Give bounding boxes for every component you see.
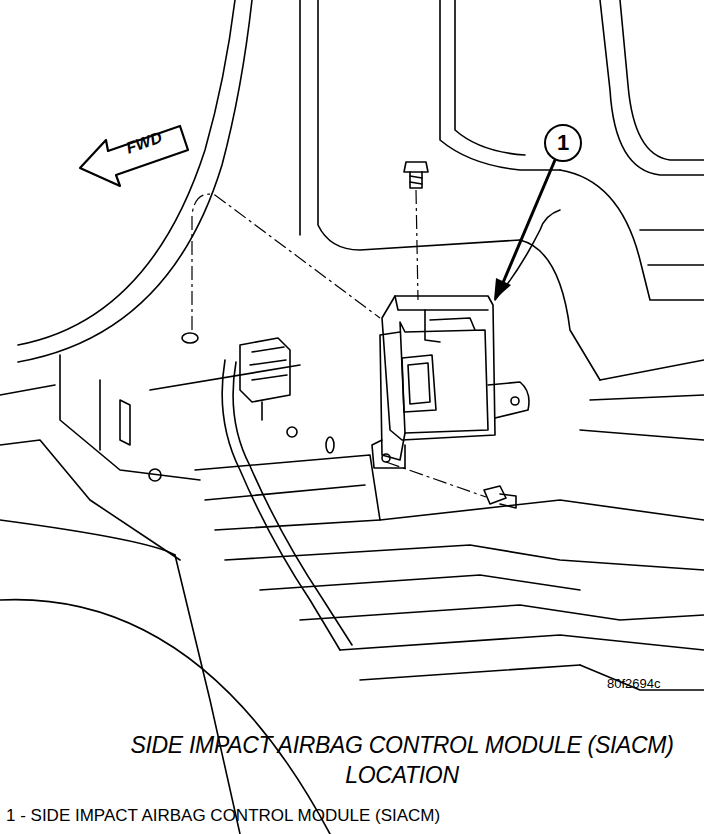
diagram-title: SIDE IMPACT AIRBAG CONTROL MODULE (SIACM… (112, 730, 692, 790)
callout-circle: 1 (544, 124, 582, 162)
figure-code: 80f2694c (607, 676, 661, 691)
forward-arrow: FWD (76, 112, 192, 190)
legend-line: 1 - SIDE IMPACT AIRBAG CONTROL MODULE (S… (6, 806, 440, 826)
callout-number: 1 (557, 130, 569, 156)
